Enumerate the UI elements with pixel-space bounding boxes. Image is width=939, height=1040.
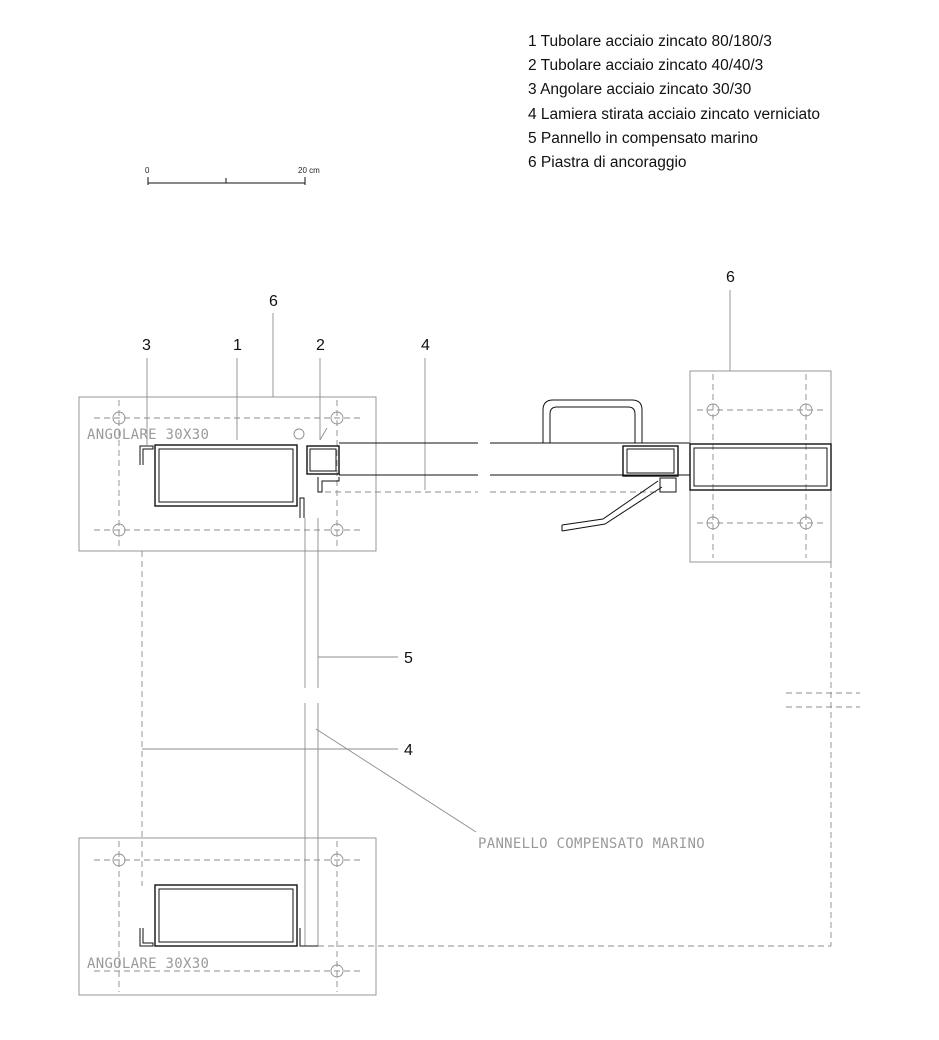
- callout-4-top: 4: [421, 337, 430, 354]
- anchor-plate-right: [689, 370, 832, 563]
- rail-top: [325, 442, 690, 493]
- tube-80-180-top: [154, 444, 298, 507]
- angle-30-top: [139, 445, 305, 518]
- latch-assembly: [561, 445, 679, 532]
- label-angolare-bottom: ANGOLARE 30X30: [87, 956, 209, 972]
- legend-item-6: 6 Piastra di ancoraggio: [528, 154, 687, 172]
- anchor-plate-top-left: [78, 396, 377, 552]
- scale-start-label: 0: [145, 166, 150, 175]
- callout-3: 3: [142, 337, 151, 354]
- anchor-plate-bottom-left: [78, 837, 377, 996]
- post-right: [786, 562, 860, 946]
- tube-80-180-bottom: [139, 884, 831, 947]
- label-pannello: PANNELLO COMPENSATO MARINO: [478, 836, 705, 852]
- callout-6-left: 6: [269, 293, 278, 310]
- door-handle: [542, 399, 643, 443]
- legend-item-4: 4 Lamiera stirata acciaio zincato vernic…: [528, 105, 821, 123]
- tube-40-40: [306, 445, 340, 493]
- callout-2: 2: [316, 337, 325, 354]
- label-angolare-top: ANGOLARE 30X30: [87, 427, 209, 443]
- scale-bar: [147, 177, 306, 185]
- leader-lines: [142, 290, 731, 833]
- legend-item-3: 3 Angolare acciaio zincato 30/30: [528, 81, 752, 99]
- callout-1: 1: [233, 337, 242, 354]
- legend-item-5: 5 Pannello in compensato marino: [528, 129, 759, 147]
- scale-end-label: 20 cm: [298, 166, 320, 175]
- panel-vertical: [141, 518, 319, 946]
- callout-6-right: 6: [726, 269, 735, 286]
- callout-5: 5: [404, 650, 413, 667]
- callout-4-mid: 4: [404, 742, 413, 759]
- legend-list: 1 Tubolare acciaio zincato 80/180/3 2 Tu…: [528, 30, 820, 175]
- legend-item-2: 2 Tubolare acciaio zincato 40/40/3: [528, 57, 764, 75]
- legend-item-1: 1 Tubolare acciaio zincato 80/180/3: [528, 33, 772, 50]
